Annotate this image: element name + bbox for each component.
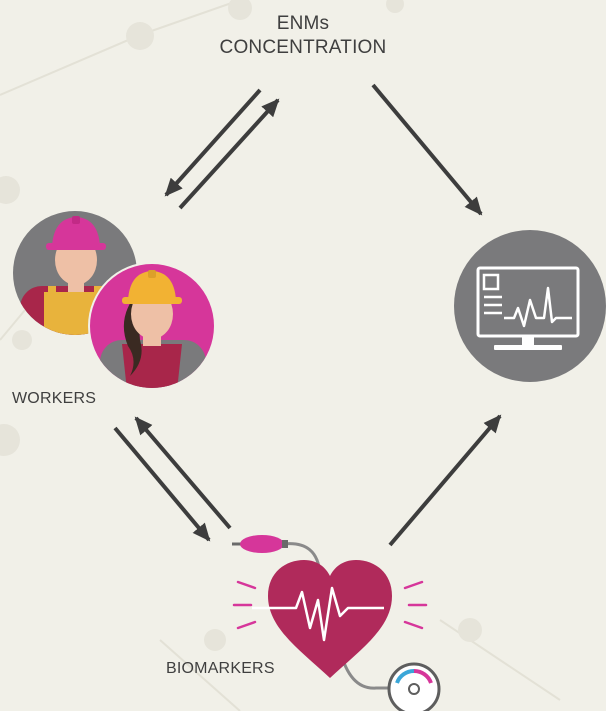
workers-label: WORKERS xyxy=(12,390,97,407)
arrows xyxy=(113,83,502,547)
enms-concentration-label: ENMs CONCENTRATION xyxy=(190,12,416,60)
gauge-dial-icon xyxy=(387,662,441,711)
concentration-label-line1: ENMs xyxy=(276,13,330,34)
monitor-ecg-icon xyxy=(454,230,606,382)
arrow-biomarkers-to-monitor xyxy=(388,414,502,547)
arrow-concentration-to-workers xyxy=(164,88,262,197)
arrow-workers-to-biomarkers xyxy=(113,426,211,542)
arrow-workers-to-concentration xyxy=(178,98,280,210)
biomarkers-label: BIOMARKERS xyxy=(166,660,275,677)
concentration-label-line2: CONCENTRATION xyxy=(219,37,387,58)
arrow-concentration-to-monitor xyxy=(371,83,483,216)
heart-ecg-icon xyxy=(232,560,428,678)
worker-hardhat-icon xyxy=(88,262,216,390)
arrow-biomarkers-to-workers xyxy=(134,416,232,530)
